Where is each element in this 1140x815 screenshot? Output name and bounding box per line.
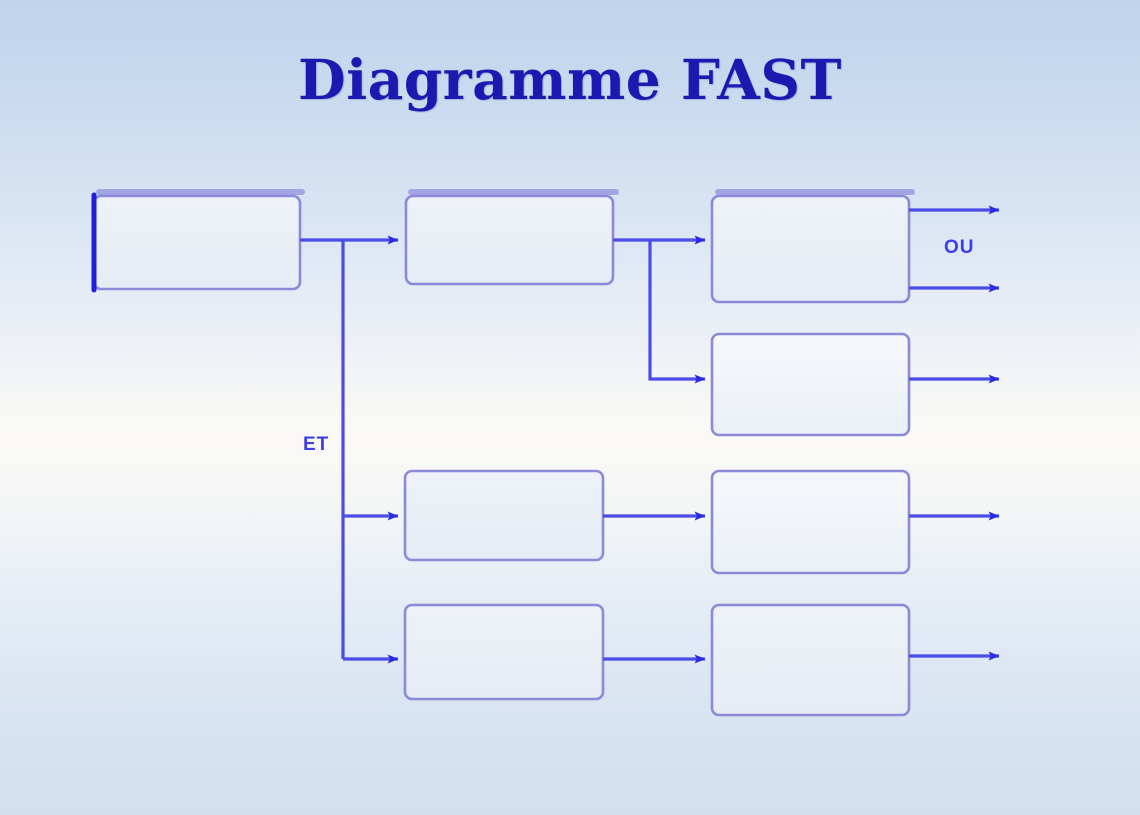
logic-label-ou: OU [944,237,975,258]
diagram-box-c2-r3[interactable] [403,469,605,562]
diagram-box-c3-r3[interactable] [710,469,911,575]
diagram-box-c2-r1[interactable] [404,194,615,286]
box-c2-r3-shape[interactable] [403,469,605,562]
diagram-box-c3-r1[interactable] [710,194,911,304]
box-c3-r3-shape[interactable] [710,469,911,575]
box-c2-r4-shape[interactable] [403,603,605,701]
diagram-box-c3-r4[interactable] [710,603,911,717]
logic-label-et: ET [303,434,330,455]
diagram-box-root[interactable] [91,192,302,293]
box-c3-r2-shape[interactable] [710,332,911,437]
page-title: Diagramme FAST [298,47,842,112]
diagram-box-c2-r4[interactable] [403,603,605,701]
diagram-box-c3-r2[interactable] [710,332,911,437]
box-c3-r4-shape[interactable] [710,603,911,717]
box-c3-r1-shape[interactable] [710,194,911,304]
box-c2-r1-shape[interactable] [404,194,615,286]
box-root-shape[interactable] [92,194,302,291]
connector-c2r1-to-c3r2 [648,240,706,384]
